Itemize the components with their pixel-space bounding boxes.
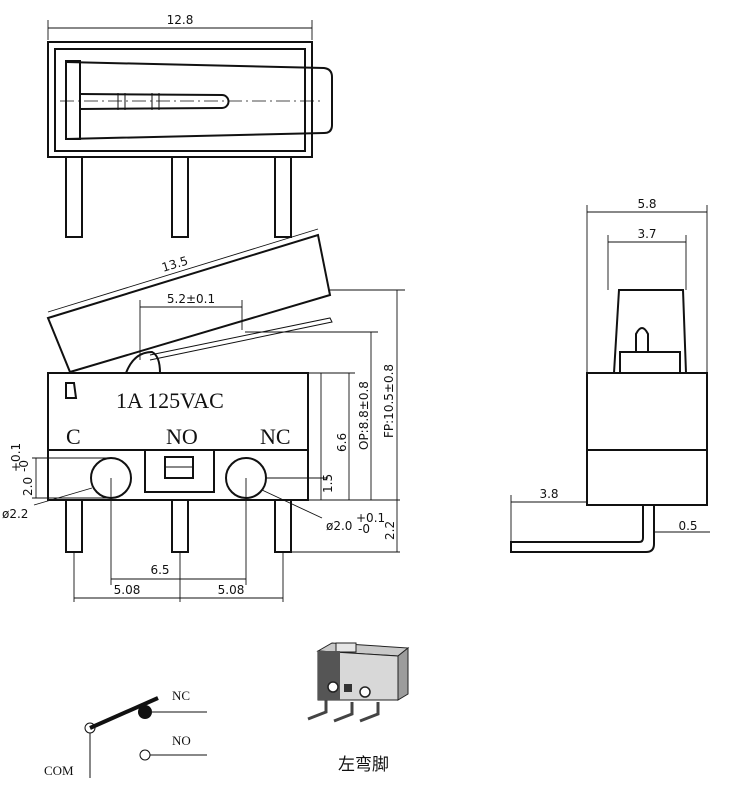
front-hinge-mark	[65, 382, 78, 399]
top-pin-mid	[171, 156, 189, 238]
dim-pitch-label: 5.2±0.1	[167, 292, 215, 306]
side-plunger	[635, 327, 649, 352]
top-lever-hinge	[65, 60, 81, 140]
terminal-nc-label: NC	[260, 424, 291, 449]
dim-d-2-0-right-label: ø2.0	[326, 519, 352, 533]
dim-2-0-left-tol-minus: -0	[17, 460, 31, 472]
top-view: 12.8	[47, 13, 333, 238]
side-body	[586, 372, 708, 506]
nc-contact	[138, 705, 152, 719]
dim-d-2-2-label: ø2.2	[2, 507, 28, 521]
dim-0-5-label: 0.5	[678, 519, 697, 533]
photo-pin-1	[307, 700, 328, 721]
photo-hole-right	[359, 686, 371, 698]
front-lever-shadow	[149, 317, 333, 361]
dim-3-7-label: 3.7	[637, 227, 656, 241]
schematic-nc-label: NC	[172, 688, 190, 703]
top-body-inner	[54, 48, 306, 152]
side-pin	[510, 505, 655, 553]
schematic-no-label: NO	[172, 733, 191, 748]
front-pin-mid	[171, 499, 189, 553]
photo-window	[344, 684, 352, 692]
no-contact	[139, 749, 151, 761]
top-body-outline	[47, 41, 313, 158]
front-view: 1A 125VAC C NO NC 13.5 5.2±0.1 1.5 6.6 O…	[2, 228, 405, 602]
terminal-no-label: NO	[166, 424, 198, 449]
switch-arm	[89, 696, 159, 730]
dim-lever-label: 13.5	[160, 254, 190, 275]
terminal-c-label: C	[66, 424, 81, 449]
photo-side-face	[397, 646, 409, 701]
dim-6-5-label: 6.5	[150, 563, 169, 577]
dim-op-label: OP:8.8±0.8	[357, 381, 371, 450]
dim-d-2-0-right-tol-plus: +0.1	[356, 511, 385, 525]
dim-3-8-label: 3.8	[539, 487, 558, 501]
top-roller	[79, 93, 230, 110]
dim-leader	[33, 487, 93, 506]
photo-pin-2	[333, 702, 354, 723]
photo-caption: 左弯脚	[338, 755, 389, 774]
side-view: 5.8 3.7 3.8 0.5	[510, 197, 710, 553]
dim-1-5-label: 1.5	[321, 474, 335, 493]
dim-d-2-0-right-tol-minus: -0	[358, 522, 370, 536]
switch-schematic: NC NO COM	[44, 688, 207, 778]
dim-6-6-label: 6.6	[335, 433, 349, 452]
rating-label: 1A 125VAC	[116, 388, 224, 413]
dim-2-0-left-tol-plus: +0.1	[9, 443, 23, 472]
top-lever	[65, 61, 333, 140]
photo-pin-3	[359, 702, 380, 723]
dim-5-8-label: 5.8	[637, 197, 656, 211]
top-pin-left	[65, 156, 83, 238]
dim-fp-label: FP:10.5±0.8	[382, 364, 396, 438]
dim-leader	[261, 489, 323, 519]
side-lever	[613, 289, 687, 374]
front-lever	[46, 233, 332, 374]
dim-5-08-right-label: 5.08	[218, 583, 245, 597]
top-pin-right	[274, 156, 292, 238]
front-body-notch	[144, 450, 215, 493]
photo-hole-left	[327, 681, 339, 693]
dim-2-2-label: 2.2	[383, 521, 397, 540]
dim-line	[47, 228, 319, 313]
side-plunger-base	[619, 351, 681, 374]
front-plunger	[125, 350, 161, 374]
photo-actuator	[335, 642, 357, 653]
dim-5-08-left-label: 5.08	[114, 583, 141, 597]
dim-width-label: 12.8	[167, 13, 194, 27]
dim-2-0-left-label: 2.0	[21, 477, 35, 496]
front-pin-right	[274, 499, 292, 553]
product-photo: 左弯脚	[307, 642, 410, 774]
front-pin-left	[65, 499, 83, 553]
schematic-com-label: COM	[44, 763, 74, 778]
photo-dark-band	[318, 651, 340, 700]
